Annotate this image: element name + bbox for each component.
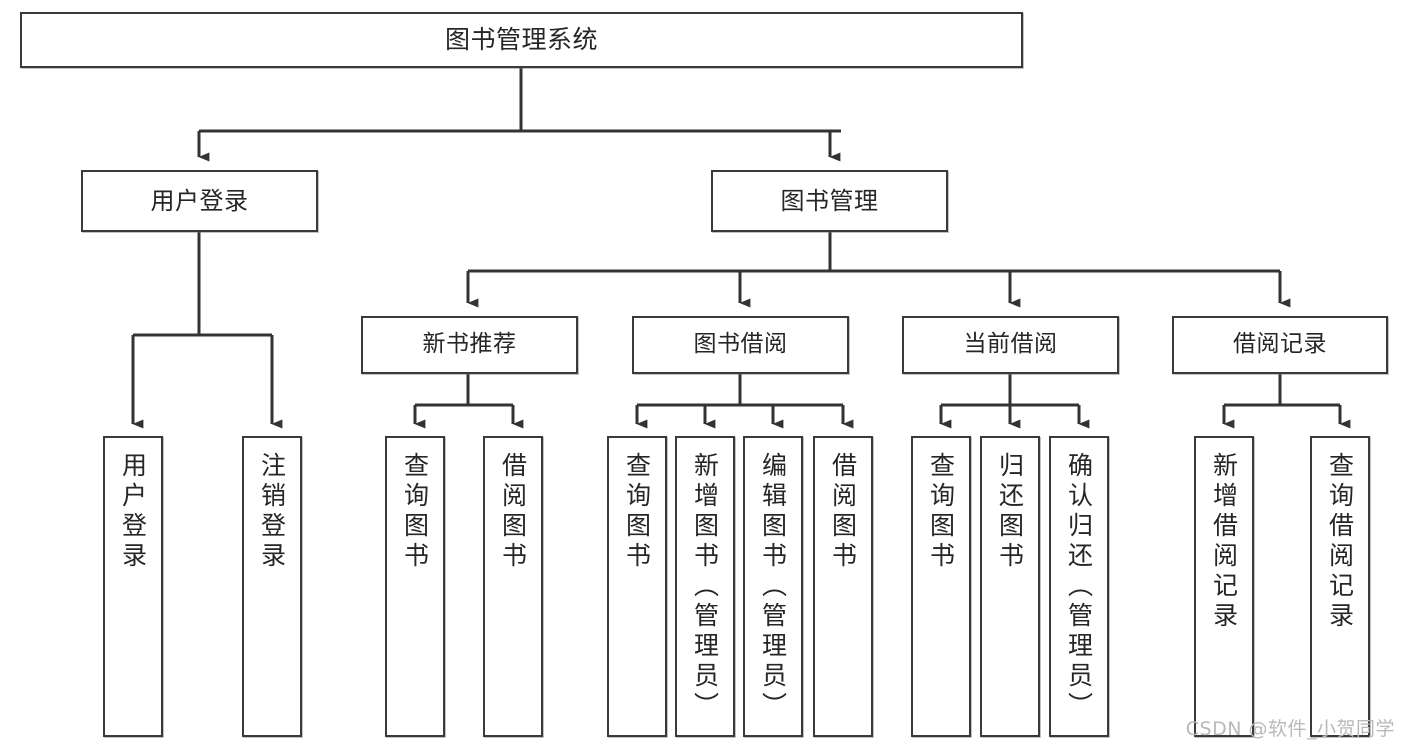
leaf-query-book-borrow[interactable]: 查询图书	[607, 436, 667, 737]
leaf-query-book-recommendation-label: 查询图书	[400, 452, 430, 572]
leaf-query-borrow-record[interactable]: 查询借阅记录	[1310, 436, 1370, 737]
leaf-logout[interactable]: 注销登录	[242, 436, 302, 737]
node-new-book-recommendation-label: 新书推荐	[422, 331, 517, 358]
leaf-query-book-recommendation[interactable]: 查询图书	[385, 436, 445, 737]
node-user-login-label: 用户登录	[150, 186, 249, 215]
node-new-book-recommendation[interactable]: 新书推荐	[361, 316, 578, 374]
leaf-add-borrow-record-label: 新增借阅记录	[1209, 452, 1239, 632]
node-current-borrow[interactable]: 当前借阅	[902, 316, 1119, 374]
leaf-edit-book-admin[interactable]: 编辑图书（管理员）	[743, 436, 803, 737]
node-root-label: 图书管理系统	[444, 25, 598, 54]
leaf-add-book-admin[interactable]: 新增图书（管理员）	[675, 436, 735, 737]
node-borrow-record-label: 借阅记录	[1233, 331, 1327, 358]
node-book-management-label: 图书管理	[780, 186, 879, 215]
watermark: CSDN @软件_小贺同学	[1185, 718, 1395, 740]
leaf-confirm-return-admin-label: 确认归还（管理员）	[1064, 452, 1094, 722]
leaf-borrow-book-recommendation-label: 借阅图书	[498, 452, 528, 572]
node-current-borrow-label: 当前借阅	[963, 331, 1058, 358]
leaf-user-login[interactable]: 用户登录	[103, 436, 163, 737]
leaf-edit-book-admin-label: 编辑图书（管理员）	[758, 452, 788, 722]
leaf-borrow-book[interactable]: 借阅图书	[813, 436, 873, 737]
leaf-query-book-borrow-label: 查询图书	[622, 452, 652, 572]
leaf-user-login-label: 用户登录	[118, 452, 148, 572]
leaf-borrow-book-label: 借阅图书	[828, 452, 858, 572]
node-borrow-record[interactable]: 借阅记录	[1172, 316, 1388, 374]
leaf-return-book-label: 归还图书	[995, 452, 1025, 572]
leaf-add-book-admin-label: 新增图书（管理员）	[690, 452, 720, 722]
leaf-query-book-current-label: 查询图书	[926, 452, 956, 572]
node-user-login[interactable]: 用户登录	[81, 170, 318, 232]
leaf-add-borrow-record[interactable]: 新增借阅记录	[1194, 436, 1254, 737]
node-book-borrow-label: 图书借阅	[693, 331, 788, 358]
leaf-query-borrow-record-label: 查询借阅记录	[1325, 452, 1355, 632]
node-book-management[interactable]: 图书管理	[711, 170, 948, 232]
node-root[interactable]: 图书管理系统	[20, 12, 1023, 68]
leaf-query-book-current[interactable]: 查询图书	[911, 436, 971, 737]
node-book-borrow[interactable]: 图书借阅	[632, 316, 849, 374]
leaf-return-book[interactable]: 归还图书	[980, 436, 1040, 737]
leaf-logout-label: 注销登录	[257, 452, 287, 572]
leaf-confirm-return-admin[interactable]: 确认归还（管理员）	[1049, 436, 1109, 737]
leaf-borrow-book-recommendation[interactable]: 借阅图书	[483, 436, 543, 737]
